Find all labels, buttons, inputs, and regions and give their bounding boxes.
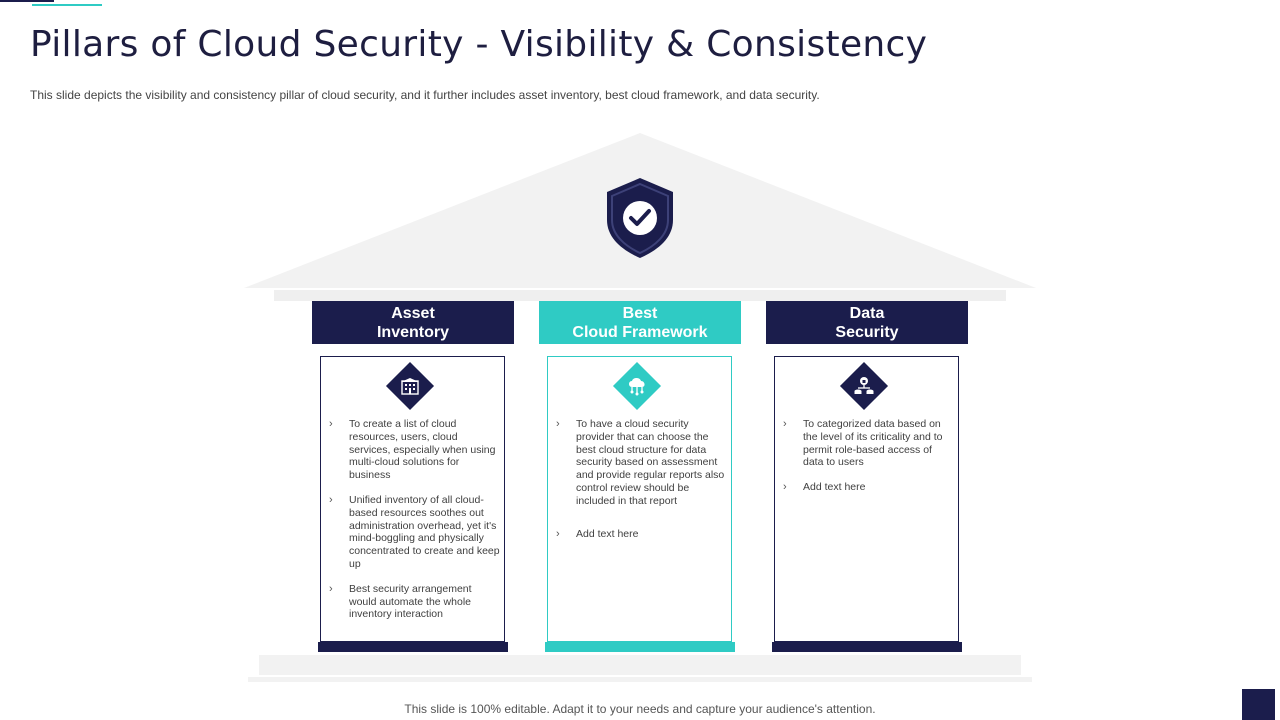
pillar-heading-data-security: Data Security (766, 301, 968, 344)
list-item: ›To have a cloud security provider that … (556, 418, 725, 507)
pillar-heading-line1: Data (849, 304, 885, 322)
footer-note: This slide is 100% editable. Adapt it to… (404, 702, 876, 716)
cloud-network-icon (620, 369, 654, 403)
list-item: ›Unified inventory of all cloud-based re… (329, 493, 500, 570)
list-item: ›To categorized data based on the level … (783, 418, 943, 469)
pillar-heading-line1: Best (622, 304, 658, 322)
pillar-base-best-cloud-framework (545, 642, 735, 652)
chevron-right-icon: › (329, 493, 333, 506)
list-item: ›Best security arrangement would automat… (329, 582, 472, 621)
pillar-card-best-cloud-framework: ›To have a cloud security provider that … (547, 356, 732, 642)
chevron-right-icon: › (556, 418, 560, 430)
bullet-list: ›To categorized data based on the level … (783, 418, 955, 506)
pillar-heading-line1: Asset (391, 304, 435, 322)
chevron-right-icon: › (329, 582, 333, 595)
building-icon (393, 369, 427, 403)
shield-check-icon (607, 178, 673, 258)
temple-floor-step (259, 655, 1021, 675)
bullet-list: ›To create a list of cloud resources, us… (329, 418, 501, 633)
top-accent-dark (0, 0, 54, 2)
pillar-base-asset-inventory (318, 642, 508, 652)
chevron-right-icon: › (556, 527, 560, 540)
temple-floor-base (248, 677, 1032, 682)
list-item: ›To create a list of cloud resources, us… (329, 418, 496, 482)
pillar-heading-line2: Inventory (376, 323, 449, 341)
pillar-heading-line2: Cloud Framework (572, 323, 708, 341)
pillar-heading-asset-inventory: Asset Inventory (312, 301, 514, 344)
chevron-right-icon: › (783, 481, 787, 494)
corner-square (1242, 689, 1275, 720)
list-item: ›Add text here (783, 481, 866, 494)
pillar-base-data-security (772, 642, 962, 652)
data-lock-icon (847, 369, 881, 403)
page-title: Pillars of Cloud Security - Visibility &… (30, 24, 928, 65)
pillar-heading-line2: Security (835, 323, 899, 341)
bullet-list: ›To have a cloud security provider that … (556, 418, 728, 552)
pillar-heading-best-cloud-framework: Best Cloud Framework (539, 301, 741, 344)
page-subtitle: This slide depicts the visibility and co… (30, 88, 820, 102)
chevron-right-icon: › (329, 418, 333, 430)
roof-beam (274, 290, 1006, 301)
pillar-card-data-security: ›To categorized data based on the level … (774, 356, 959, 642)
chevron-right-icon: › (783, 418, 787, 430)
pillar-card-asset-inventory: ›To create a list of cloud resources, us… (320, 356, 505, 642)
top-accent-teal (32, 4, 102, 6)
list-item: ›Add text here (556, 527, 639, 540)
